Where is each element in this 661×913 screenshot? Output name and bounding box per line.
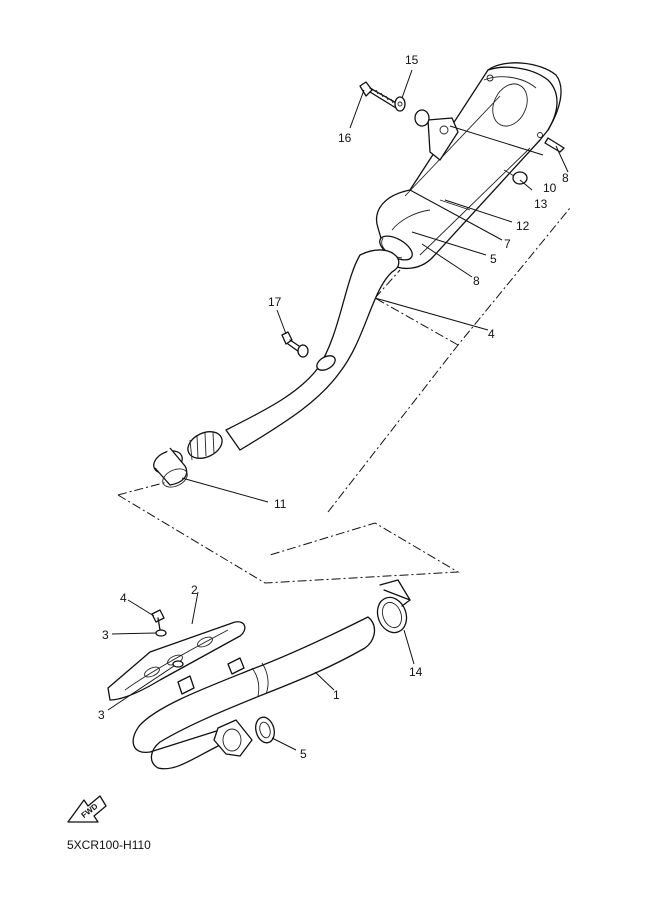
drawing-code: 5XCR100-H110 — [67, 838, 151, 852]
callout-3-upper: 3 — [102, 628, 109, 642]
muffler-assembly — [376, 62, 562, 269]
callout-7: 5 — [490, 252, 497, 266]
callout-16: 15 — [405, 53, 419, 67]
callout-11: 10 — [543, 181, 557, 195]
heat-protector — [107, 609, 246, 701]
callout-8: 8 — [562, 171, 569, 185]
callout-10: 8 — [473, 274, 480, 288]
callout-1: 1 — [333, 688, 340, 702]
callout-15: 14 — [409, 665, 423, 679]
callout-17: 16 — [338, 131, 352, 145]
callout-13: 12 — [516, 219, 530, 233]
muffler-fasteners — [281, 81, 565, 358]
assembly-boundary-lines — [117, 207, 571, 584]
forward-direction-indicator: FWD — [67, 795, 107, 823]
header-pipe — [132, 616, 376, 770]
callout-18: 17 — [268, 295, 282, 309]
callout-14: 13 — [534, 197, 548, 211]
callout-12: 11 — [274, 497, 287, 511]
callout-9: 7 — [504, 237, 511, 251]
callout-2: 2 — [191, 583, 198, 597]
callout-3-lower: 3 — [98, 708, 105, 722]
mid-pipe — [153, 249, 400, 488]
pipe-clamp — [376, 579, 411, 634]
callout-labels: 15 16 8 10 13 12 7 5 8 4 17 11 2 4 3 3 1… — [98, 53, 569, 761]
leader-lines — [107, 69, 569, 751]
gasket — [255, 716, 275, 744]
callout-5: 5 — [300, 747, 307, 761]
callout-6: 4 — [488, 327, 495, 341]
callout-4: 4 — [120, 591, 127, 605]
